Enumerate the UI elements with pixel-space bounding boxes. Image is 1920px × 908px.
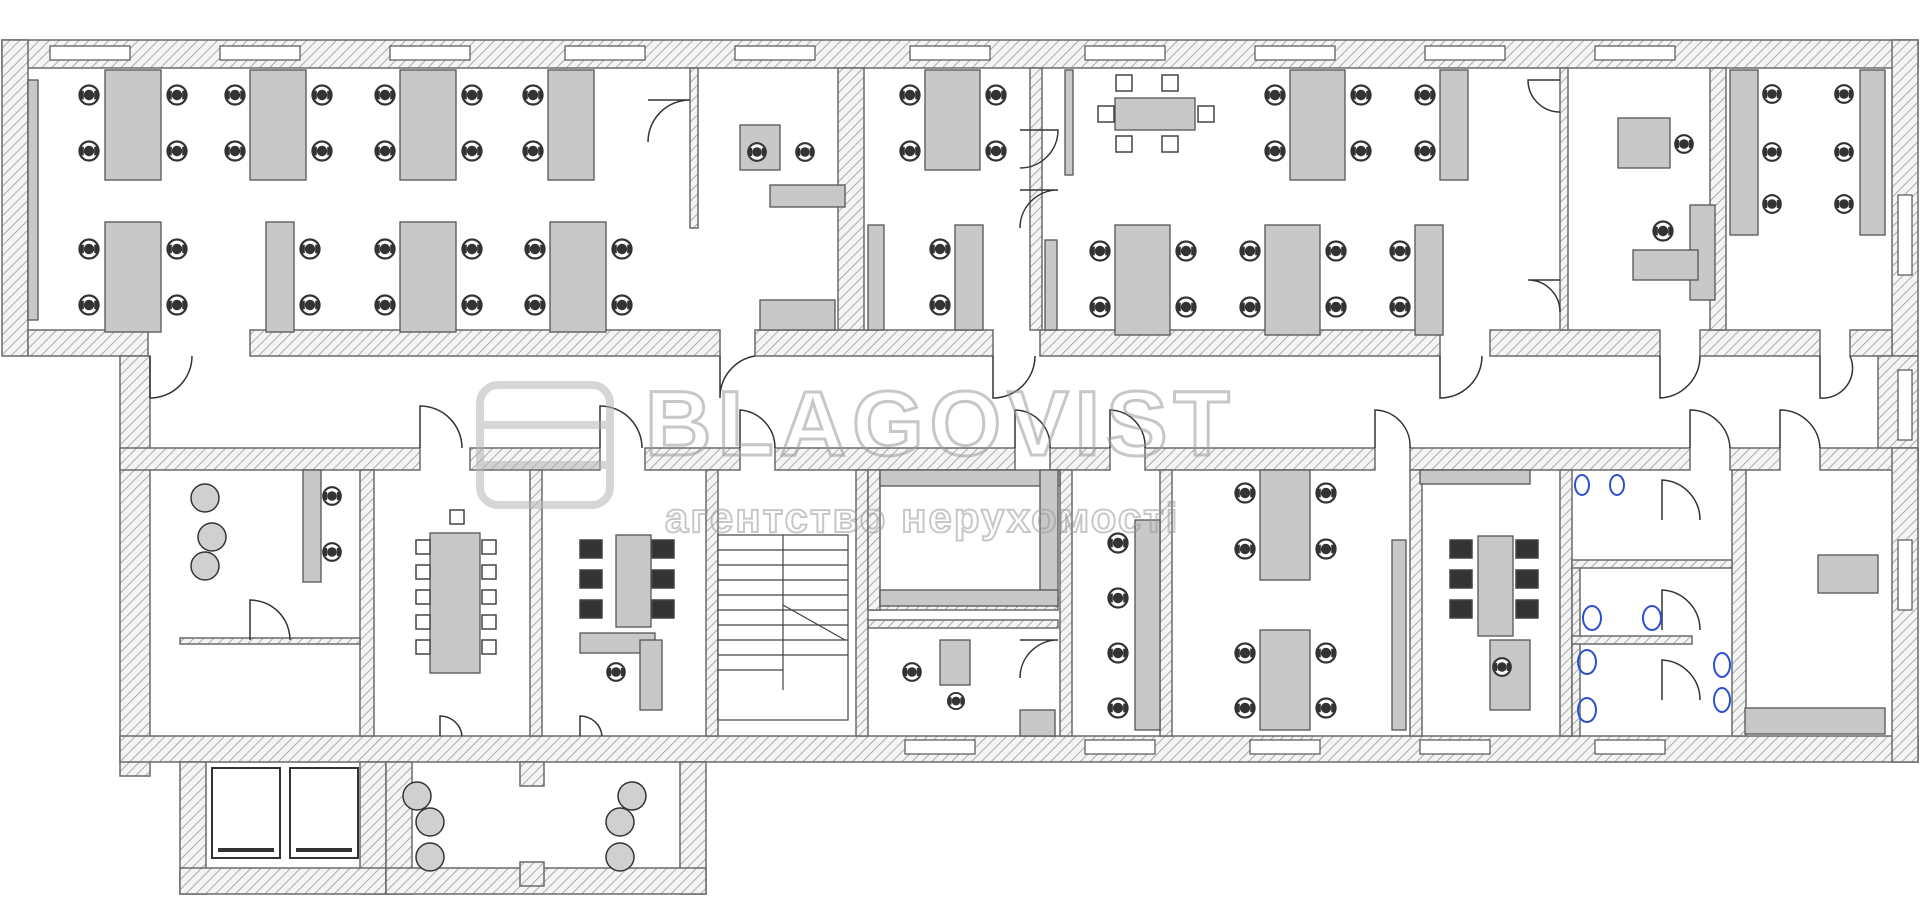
furniture [27,69,1886,859]
watermark-brand: BLAGOVIST [645,373,1236,475]
doors [149,79,1854,737]
watermark: BLAGOVIST агентство нерухомості [476,372,1236,542]
toilets [1574,474,1731,723]
staircase [717,534,849,721]
watermark-tagline: агентство нерухомості [665,494,1179,541]
conference-seats [415,74,1539,655]
windows [49,45,1913,755]
round-tables [190,483,647,872]
watermark-logo-icon [476,381,614,509]
